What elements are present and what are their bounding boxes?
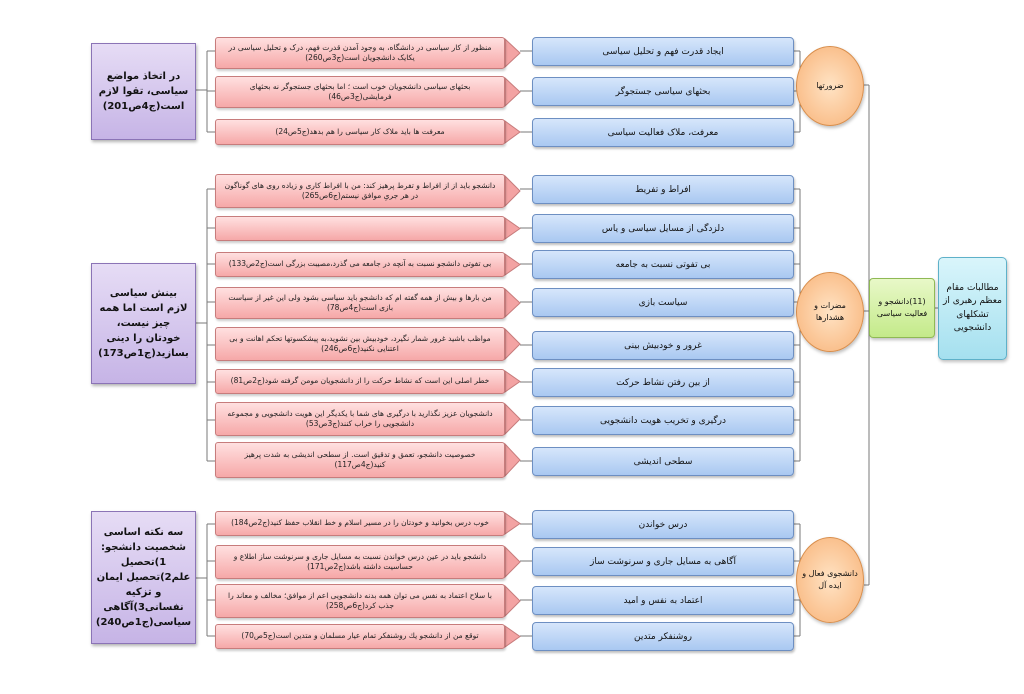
note-box: بحثهای سیاسی دانشجویان خوب است ؛ اما بحث…: [215, 76, 505, 108]
topic-box: معرفت، ملاک فعالیت سیاسی: [532, 118, 794, 147]
note-arrow-tip: [504, 253, 521, 276]
note-arrow-tip: [504, 217, 521, 240]
topic-box: بی تفوتی نسبت به جامعه: [532, 250, 794, 279]
circle-warnings: مضرات و هشدارها: [796, 272, 864, 352]
topic-box: ایجاد قدرت فهم و تحلیل سیاسی: [532, 37, 794, 66]
note-box: [215, 216, 505, 241]
note-box: دانشجو باید در عین درس خواندن نسبت به مس…: [215, 545, 505, 579]
note-arrow-tip: [504, 545, 521, 579]
summary-necessities: در اتخاذ مواضع سیاسی، تقوا لازم است(ج4ص2…: [91, 43, 196, 140]
note-box: با سلاح اعتماد به نفس می توان همه بدنه د…: [215, 584, 505, 618]
note-box: منظور از كار سیاسی در دانشگاه، به وجود آ…: [215, 37, 505, 69]
topic-box: غرور و خودبیش بینی: [532, 331, 794, 360]
root-node: مطالبات مقام معظم رهبری از تشکلهای دانشج…: [938, 257, 1007, 360]
note-arrow-tip: [504, 625, 521, 648]
note-arrow-tip: [504, 174, 521, 208]
topic-box: اعتماد به نفس و امید: [532, 586, 794, 615]
circle-necessities: ضرورتها: [796, 46, 864, 126]
circle-ideal-student: دانشجوی فعال و ایده آل: [796, 537, 864, 623]
note-box: بی تفوتی دانشجو نسبت به آنچه در جامعه می…: [215, 252, 505, 277]
note-arrow-tip: [504, 120, 521, 144]
hub-node: (11)دانشجو و فعالیت سیاسی: [869, 278, 935, 338]
summary-warnings: بینش سیاسی لازم است اما همه چیز نیست، خو…: [91, 263, 196, 384]
note-arrow-tip: [504, 76, 521, 108]
note-arrow-tip: [504, 370, 521, 393]
topic-box: سطحی اندیشی: [532, 447, 794, 476]
note-arrow-tip: [504, 327, 521, 361]
note-arrow-tip: [504, 402, 521, 436]
topic-box: سیاست بازی: [532, 288, 794, 317]
note-box: مواظب باشید غرور شمار نگیرد، خودبیش بین …: [215, 327, 505, 361]
note-arrow-tip: [504, 37, 521, 69]
topic-box: درس خواندن: [532, 510, 794, 539]
note-arrow-tip: [504, 584, 521, 618]
topic-box: درگیری و تخریب هویت دانشجویی: [532, 406, 794, 435]
note-box: توقع من از دانشجو یك روشنفكر تمام عیار م…: [215, 624, 505, 649]
note-box: دانشجویان عزیز نگذارید با درگیری های شما…: [215, 402, 505, 436]
topic-box: آگاهی به مسایل جاری و سرنوشت ساز: [532, 547, 794, 576]
note-box: خوب درس بخوانید و خودتان را در مسیر اسلا…: [215, 511, 505, 536]
note-box: دانشجو باید از از افراط و تفرط پرهیز کند…: [215, 174, 505, 208]
topic-box: افراط و تفریط: [532, 175, 794, 204]
topic-box: روشنفکر متدین: [532, 622, 794, 651]
summary-ideal-student: سه نکته اساسی شخصیت دانشجو: 1)تحصیل علم2…: [91, 511, 196, 644]
note-arrow-tip: [504, 442, 521, 478]
note-arrow-tip: [504, 287, 521, 319]
note-box: من بارها و بیش از همه گفته ام كه دانشجو …: [215, 287, 505, 319]
note-box: خطر اصلی این است كه نشاط حركت را از دانش…: [215, 369, 505, 394]
topic-box: بحثهای سیاسی جستجوگر: [532, 77, 794, 106]
note-arrow-tip: [504, 512, 521, 535]
topic-box: از بین رفتن نشاط حرکت: [532, 368, 794, 397]
note-box: خصوصیت دانشجو، تعمق و تدقیق است. از سطحی…: [215, 442, 505, 478]
note-box: معرفت ها باید ملاک كار سیاسی را هم بدهد(…: [215, 119, 505, 145]
topic-box: دلزدگی از مسایل سیاسی و یاس: [532, 214, 794, 243]
